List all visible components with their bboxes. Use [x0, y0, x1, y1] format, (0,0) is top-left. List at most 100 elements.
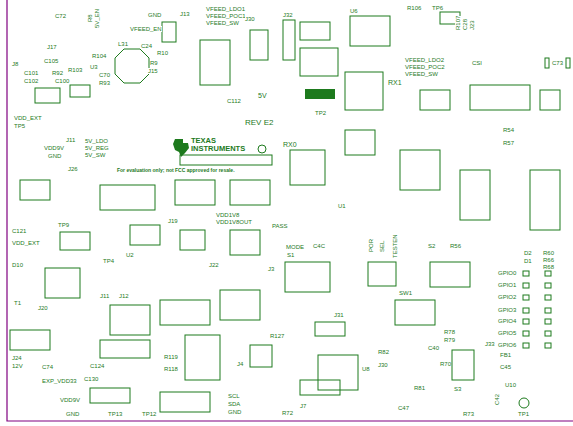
silkscreen-label: 5V_LDO — [85, 138, 108, 144]
silkscreen-label: TP2 — [315, 110, 326, 116]
silkscreen-label: C74 — [42, 364, 53, 370]
silkscreen-label: TEXAS — [191, 137, 216, 145]
silkscreen-label: R93 — [99, 80, 110, 86]
component-outline — [345, 72, 383, 110]
silkscreen-label: VDD1V8OUT — [216, 219, 252, 225]
silkscreen-label: TP4 — [103, 258, 114, 264]
silkscreen-label: VDD_EXT — [14, 115, 42, 121]
silkscreen-label: INSTRUMENTS — [191, 145, 245, 153]
component-outline — [523, 283, 529, 288]
component-outline — [100, 185, 155, 210]
component-outline — [545, 331, 551, 336]
silkscreen-label: R127 — [270, 333, 284, 339]
silkscreen-label: FB1 — [500, 352, 511, 358]
component-outline — [400, 150, 440, 190]
silkscreen-label: R82 — [378, 349, 389, 355]
component-outline — [523, 295, 529, 300]
silkscreen-label: TP13 — [108, 411, 122, 417]
silkscreen-label: VFEED_SW — [405, 71, 438, 77]
component-outline — [545, 283, 551, 288]
silkscreen-label: VFEED_POC2 — [405, 64, 445, 70]
component-outline — [45, 268, 80, 298]
component-outline — [315, 322, 345, 336]
component-outline — [160, 300, 210, 325]
board-edge — [7, 0, 573, 421]
silkscreen-label: C47 — [398, 405, 409, 411]
silkscreen-label: J15 — [148, 68, 158, 74]
silkscreen-label: J4 — [237, 361, 243, 367]
component-outline — [523, 308, 529, 313]
silkscreen-label: PASS — [272, 223, 288, 229]
silkscreen-label: C45 — [500, 364, 511, 370]
silkscreen-label: C42 — [494, 394, 500, 405]
test-point — [519, 398, 529, 408]
silkscreen-label: U10 — [505, 382, 516, 388]
silkscreen-label: C124 — [90, 363, 104, 369]
component-outline — [300, 48, 338, 76]
component-outline — [530, 170, 560, 230]
silkscreen-label: C4C — [313, 243, 325, 249]
silkscreen-label: R73 — [463, 411, 474, 417]
component-outline — [70, 85, 90, 97]
silkscreen-label: L31 — [118, 41, 128, 47]
component-outline — [283, 20, 295, 60]
component-outline — [350, 16, 390, 46]
silkscreen-label: D1 — [524, 258, 532, 264]
component-outline — [523, 331, 529, 336]
silkscreen-label: C28 — [462, 19, 468, 30]
silkscreen-label: R54 — [503, 127, 514, 133]
silkscreen-label: J33 — [485, 341, 495, 347]
component-outline — [300, 380, 340, 395]
silkscreen-label: TP9 — [58, 222, 69, 228]
silkscreen-label: EXP_VDD33 — [42, 378, 77, 384]
component-outline — [420, 90, 450, 110]
component-outline — [566, 58, 570, 68]
silkscreen-label: C73 — [552, 60, 563, 66]
component-outline — [60, 232, 90, 250]
component-outline — [290, 150, 325, 185]
silkscreen-label: C130 — [84, 376, 98, 382]
silkscreen-label: U8 — [362, 366, 370, 372]
silkscreen-label: J30 — [378, 362, 388, 368]
silkscreen-label: S3 — [454, 386, 461, 392]
silkscreen-label: R8 — [87, 14, 93, 22]
silkscreen-label: R68 — [543, 264, 554, 270]
silkscreen-label: R81 — [414, 385, 425, 391]
silkscreen-label: J24 — [12, 355, 22, 361]
component-outline — [452, 350, 474, 380]
silkscreen-label: R10 — [157, 50, 168, 56]
silkscreen-label: C105 — [44, 58, 58, 64]
silkscreen-label: SCL — [228, 393, 240, 399]
silkscreen-label: J17 — [47, 44, 57, 50]
silkscreen-label: C101 — [24, 70, 38, 76]
silkscreen-label: J19 — [168, 218, 178, 224]
silkscreen-label: R78 — [444, 329, 455, 335]
silkscreen-label: TP12 — [142, 411, 156, 417]
silkscreen-label: 5V_EN — [94, 9, 100, 28]
silkscreen-label: 5V_SW — [85, 152, 105, 158]
silkscreen-label: C121 — [12, 228, 26, 234]
ti-logo — [173, 139, 189, 157]
component-outline — [180, 230, 205, 250]
silkscreen-label: R56 — [450, 243, 461, 249]
silkscreen-label: GND — [148, 12, 161, 18]
silkscreen-label: R106 — [407, 5, 421, 11]
component-outline — [318, 355, 358, 390]
silkscreen-label: R103 — [68, 67, 82, 73]
silkscreen-label: For evaluation only; not FCC approved fo… — [117, 168, 235, 173]
silkscreen-label: U3 — [90, 64, 98, 70]
silkscreen-label: VFEED_POC1 — [206, 13, 246, 19]
component-outline — [545, 308, 551, 313]
silkscreen-label: J7 — [300, 403, 306, 409]
component-outline — [110, 305, 150, 335]
component-outline — [545, 343, 551, 348]
silkscreen-label: R107 — [455, 16, 461, 30]
silkscreen-label: SW1 — [399, 290, 412, 296]
silkscreen-label: R57 — [503, 140, 514, 146]
silkscreen-label: 12V — [12, 363, 23, 369]
silkscreen-label: CSI — [472, 60, 482, 66]
component-outline — [180, 155, 272, 165]
silkscreen-label: J32 — [283, 12, 293, 18]
silkscreen-label: C102 — [24, 78, 38, 84]
